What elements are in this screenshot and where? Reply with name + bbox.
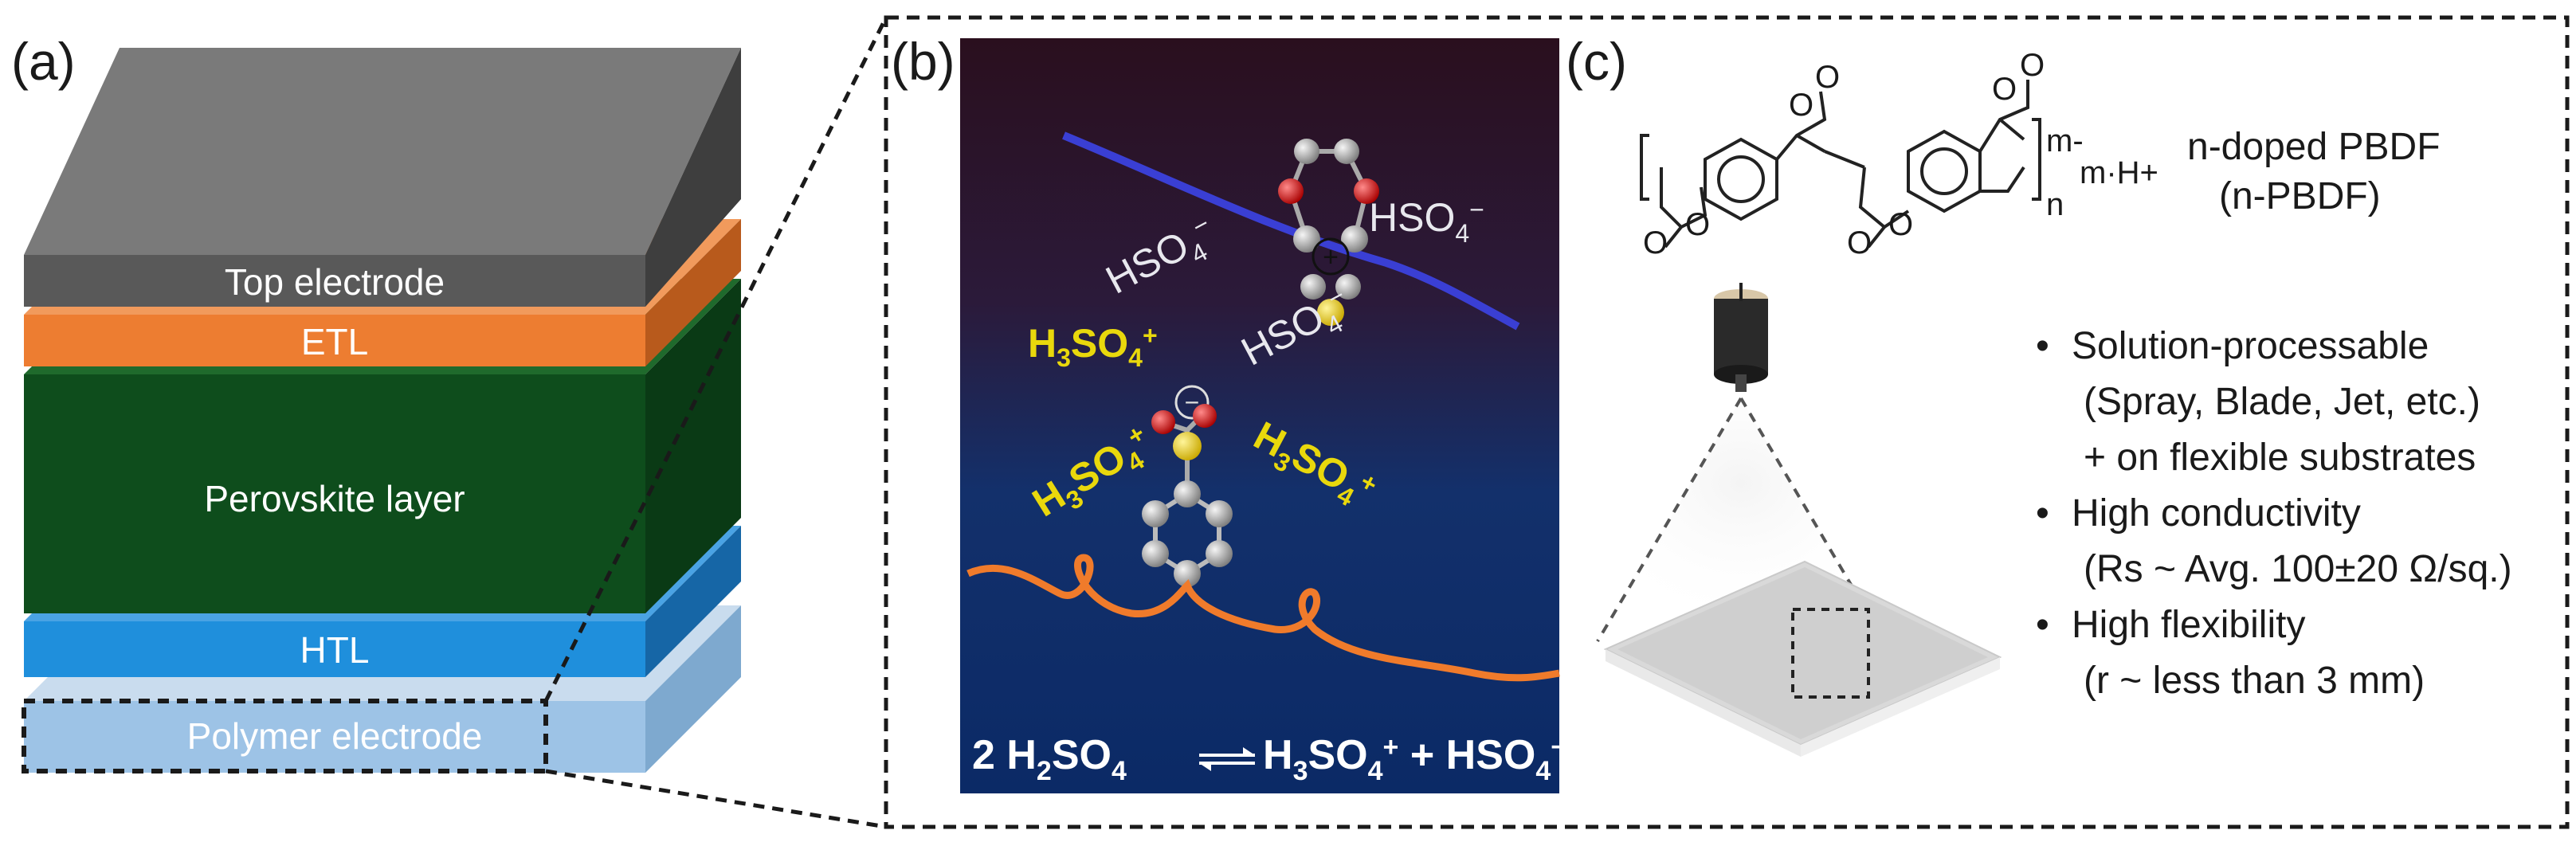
layer-top-electrode-face — [24, 255, 645, 307]
zoom-frame — [884, 15, 2570, 829]
layer-htl-label: HTL — [300, 629, 370, 671]
flexible-substrate — [1603, 560, 2002, 757]
charge-label: m- — [2046, 123, 2084, 159]
bullet-1-sub-1: (Spray, Blade, Jet, etc.) — [2084, 381, 2480, 423]
layer-perovskite-label: Perovskite layer — [204, 478, 465, 519]
svg-text:O: O — [1789, 88, 1813, 123]
svg-text:•: • — [2036, 325, 2049, 367]
zoom-line-top — [543, 16, 888, 703]
svg-text:H3SO4+: H3SO4+ — [1028, 321, 1158, 372]
svg-text:O: O — [1888, 207, 1913, 242]
spray-nozzle — [1714, 283, 1768, 392]
bullet-1: Solution-processable — [2072, 325, 2429, 367]
polymer-name-line2: (n-PBDF) — [2219, 175, 2381, 217]
svg-text:O: O — [2020, 48, 2045, 83]
layer-top-electrode: Top electrode — [24, 48, 741, 307]
svg-text:O: O — [1643, 225, 1668, 260]
panel-a-label: (a) — [11, 32, 76, 91]
layer-top-electrode-label: Top electrode — [225, 261, 445, 303]
polymer-name-line1: n-doped PBDF — [2187, 126, 2441, 168]
panel-b: (b) + HSO4− HSO4− — [891, 32, 1566, 793]
substrate-highlight-box — [1791, 608, 1870, 699]
svg-text:O: O — [1992, 72, 2017, 107]
svg-text:•: • — [2036, 604, 2049, 646]
panel-b-label: (b) — [891, 32, 955, 91]
svg-text:O: O — [1685, 207, 1710, 242]
svg-text:O: O — [1815, 60, 1840, 95]
zoom-line-bottom — [545, 769, 887, 829]
property-list: • Solution-processable (Spray, Blade, Je… — [2036, 325, 2512, 702]
bullet-3: High flexibility — [2072, 604, 2305, 646]
svg-text:+: + — [1323, 242, 1339, 272]
panel-a: (a) Polymer electrode HTL Perovskite lay… — [11, 32, 741, 773]
orange-polymer-chain — [966, 554, 1560, 682]
pbdf-atom-labels: O O O O O O O O m- n m·H+ — [1643, 48, 2158, 260]
bullet-3-sub: (r ~ less than 3 mm) — [2084, 660, 2425, 702]
bullet-1-sub-2: + on flexible substrates — [2084, 437, 2476, 479]
h3so4-label-1: H3SO4+ — [1028, 321, 1158, 372]
svg-text:H3SO4+ + HSO4−: H3SO4+ + HSO4− — [1263, 732, 1566, 786]
anion-molecule: − — [1142, 385, 1233, 587]
layer-perovskite-face — [24, 374, 645, 613]
panel-b-background — [960, 38, 1559, 793]
svg-text:•: • — [2036, 492, 2049, 535]
layer-polymer-electrode-face — [24, 701, 645, 773]
svg-text:O: O — [1847, 225, 1872, 260]
layer-etl-face — [24, 315, 645, 366]
cation-molecule: + — [1278, 139, 1379, 326]
bullet-2: High conductivity — [2072, 492, 2361, 535]
subscript-n: n — [2046, 187, 2064, 222]
spray-edge-left — [1596, 397, 1743, 643]
pbdf-structure — [1640, 80, 2041, 249]
layer-etl-label: ETL — [301, 321, 368, 362]
panel-c: (c) — [1566, 32, 2512, 757]
panel-c-label: (c) — [1566, 32, 1627, 91]
equilibrium-equation: 2 H2SO4 H3SO4+ + HSO4− — [972, 732, 1566, 786]
layer-htl-face — [24, 621, 645, 677]
polymer-electrode-highlight-box — [22, 699, 548, 773]
bullet-2-sub: (Rs ~ Avg. 100±20 Ω/sq.) — [2084, 548, 2512, 590]
layer-polymer-electrode-label: Polymer electrode — [187, 715, 483, 757]
counter-ion: m·H+ — [2080, 155, 2158, 190]
